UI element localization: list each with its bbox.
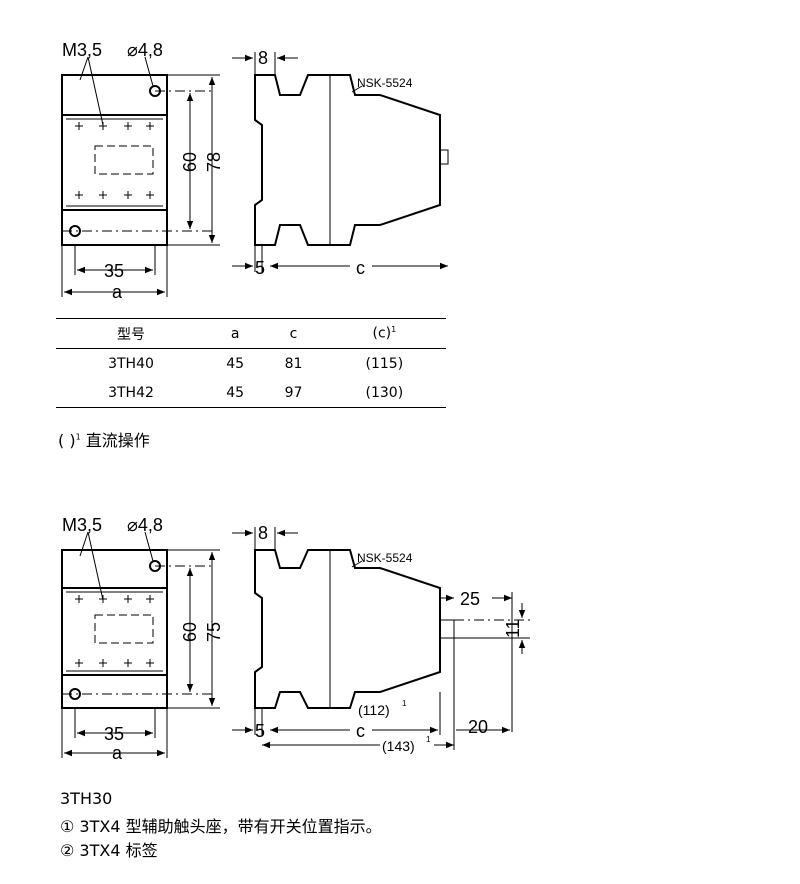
cell-a: 45 [226,355,245,372]
dimension-table: 型号 a c (c)1 3TH40 45 81 (115) 3TH42 45 9… [56,318,446,408]
hole-diameter-label: ⌀4,8 [127,40,163,60]
footnote-marker: ( ) [58,431,76,450]
col-header-c-dc: (c)1 [372,325,397,342]
col-header-c: c [289,325,298,342]
thread-label-2: M3,5 [62,515,102,535]
caption-item-1: ① 3TX4 型辅助触头座，带有开关位置指示。 [60,817,382,836]
dim-143-sup: 1 [426,735,431,744]
model-marking-2: NSK-5524 [357,551,413,565]
dim-60-label-2: 60 [180,622,200,642]
cell-c: 81 [284,355,303,372]
footnote-text: 直流操作 [85,431,150,450]
terminal-screws [75,122,154,199]
dim-8-label-2: 8 [258,523,268,543]
dim-60-label: 60 [180,152,200,172]
col-header-a: a [230,325,240,342]
cell-c: 97 [284,384,303,401]
dim-8-label: 8 [258,48,268,68]
caption-item-2: ② 3TX4 标签 [60,841,158,860]
top-front-view [61,56,220,297]
col-header-model: 型号 [116,326,145,343]
cell-c-dc: (130) [365,384,404,401]
dim-5-label-2: 5 [255,721,265,741]
dim-78-label: 78 [204,152,224,172]
hole-diameter-label-2: ⌀4,8 [127,515,163,535]
dim-143-label: (143) [382,738,415,754]
cell-c-dc: (115) [365,355,404,372]
cell-a: 45 [226,384,245,401]
thread-label: M3,5 [62,40,102,60]
dim-35-label-2: 35 [104,724,124,744]
bottom-front-view [61,531,220,758]
top-side-view [232,52,449,272]
dim-5-label: 5 [255,258,265,278]
cell-model: 3TH42 [108,384,154,401]
footnote-sup: 1 [75,432,81,442]
dim-a-label-2: a [112,743,123,763]
table-header-row: 型号 a c (c)1 [56,318,446,349]
dim-c-label-2: c [356,721,365,741]
caption-model: 3TH30 [60,789,113,808]
cell-model: 3TH40 [108,355,154,372]
dim-20-label: 20 [468,717,488,737]
bottom-side-view [232,527,530,750]
model-marking: NSK-5524 [357,76,413,90]
dim-112-sup: 1 [402,699,407,708]
table-row: 3TH40 45 81 (115) [56,349,446,379]
dim-75-label: 75 [204,622,224,642]
dim-35-label: 35 [104,261,124,281]
dim-112-label: (112) [358,702,390,718]
dim-11-label: 11 [503,619,523,638]
dim-25-label: 25 [460,589,480,609]
dim-a-label: a [112,282,123,302]
dim-c-label: c [356,258,365,278]
footnote: ( )1 直流操作 [58,427,150,451]
table-row: 3TH42 45 97 (130) [56,378,446,408]
